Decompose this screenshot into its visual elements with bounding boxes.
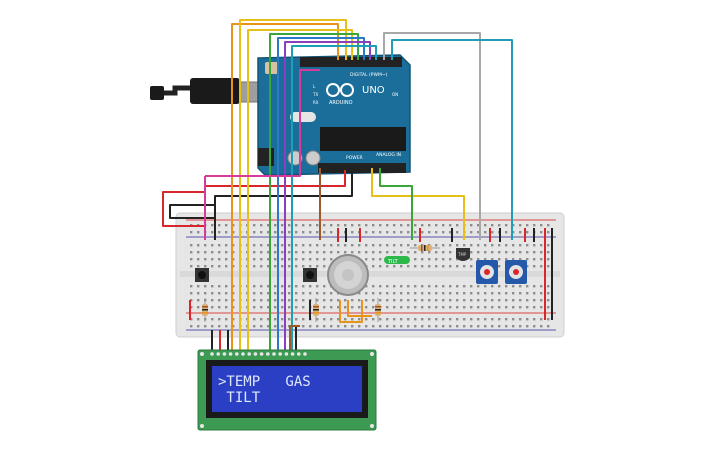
- led-label-l: L: [313, 84, 316, 89]
- arduino-logo: [326, 83, 354, 97]
- push-button-2: [303, 268, 317, 282]
- led-label-tx: TX: [312, 92, 318, 97]
- digital-label: DIGITAL (PWM~): [350, 72, 388, 78]
- potentiometer-2: [505, 260, 527, 284]
- lcd-line-2: TILT: [218, 390, 261, 406]
- resistor-1: [202, 298, 208, 322]
- led-label-rx: RX: [313, 100, 319, 105]
- push-button-1: [195, 268, 209, 282]
- analog-label: ANALOG IN: [376, 152, 401, 158]
- potentiometer-1: [476, 260, 498, 284]
- lcd-pin-header: [210, 352, 307, 356]
- arduino-board: ARDUINO UNO DIGITAL (PWM~) POWER ANALOG …: [150, 54, 411, 176]
- tilt-sensor-label: TILT: [387, 259, 399, 265]
- gas-sensor: [327, 254, 369, 296]
- arduino-model: UNO: [362, 85, 385, 96]
- temp-sensor-label: TMP: [457, 252, 467, 257]
- on-label: ON: [392, 92, 398, 97]
- resistor-2: [313, 298, 319, 322]
- lcd-module: >TEMP GAS TILT: [197, 349, 377, 431]
- resistor-4: [410, 245, 440, 251]
- tilt-sensor: TILT: [384, 256, 410, 265]
- temperature-sensor: TMP: [456, 248, 470, 261]
- resistor-3: [375, 298, 381, 322]
- lcd-line-1: >TEMP GAS: [218, 374, 311, 390]
- power-label: POWER: [346, 155, 363, 161]
- wires: [162, 19, 553, 352]
- arduino-brand: ARDUINO: [329, 100, 353, 106]
